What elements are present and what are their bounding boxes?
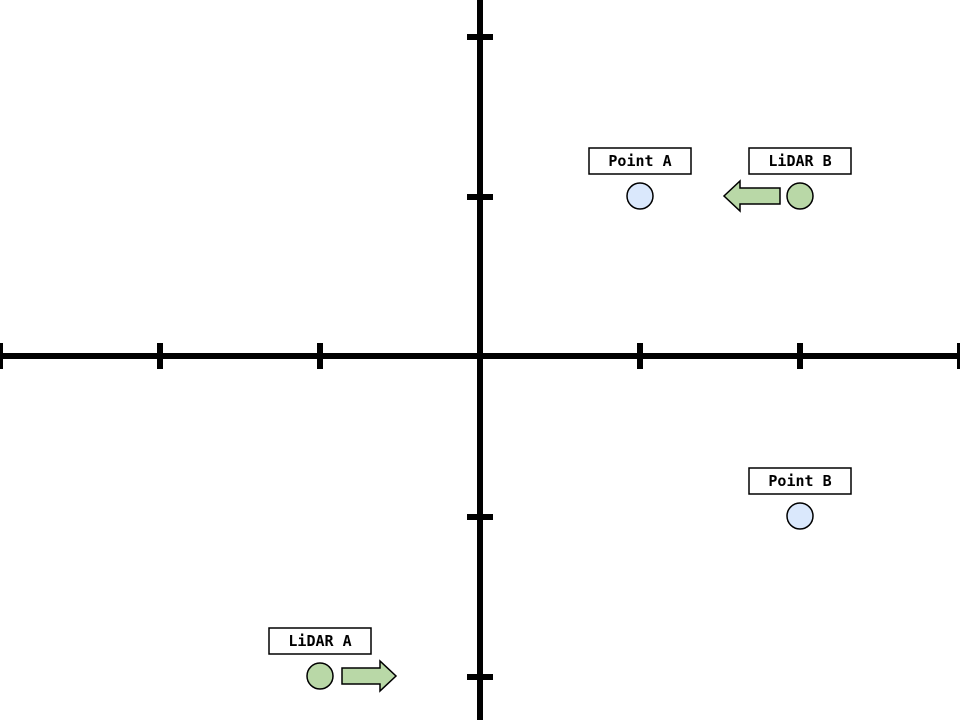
point-b: Point B — [748, 467, 852, 530]
lidar-b-label: LiDAR B — [768, 152, 831, 170]
point-b-marker — [786, 502, 814, 530]
point-a-label-box — [588, 147, 692, 175]
point-a-label: Point A — [608, 152, 671, 170]
lidar-b-label-box — [748, 147, 852, 175]
lidar-a-marker — [306, 662, 334, 690]
lidar-b: LiDAR B — [722, 147, 852, 213]
axis-ticks — [0, 34, 960, 680]
lidar-b-marker — [786, 182, 814, 210]
lidar-a: LiDAR A — [268, 627, 398, 693]
markers: Point A Point B LiDAR A LiDAR B — [268, 147, 852, 693]
point-b-label-box — [748, 467, 852, 495]
lidar-a-label-box — [268, 627, 372, 655]
point-a: Point A — [588, 147, 692, 210]
lidar-a-direction-arrow — [341, 659, 398, 693]
lidar-a-label: LiDAR A — [288, 632, 351, 650]
point-b-label: Point B — [768, 472, 831, 490]
point-a-marker — [626, 182, 654, 210]
lidar-b-direction-arrow — [722, 179, 781, 213]
